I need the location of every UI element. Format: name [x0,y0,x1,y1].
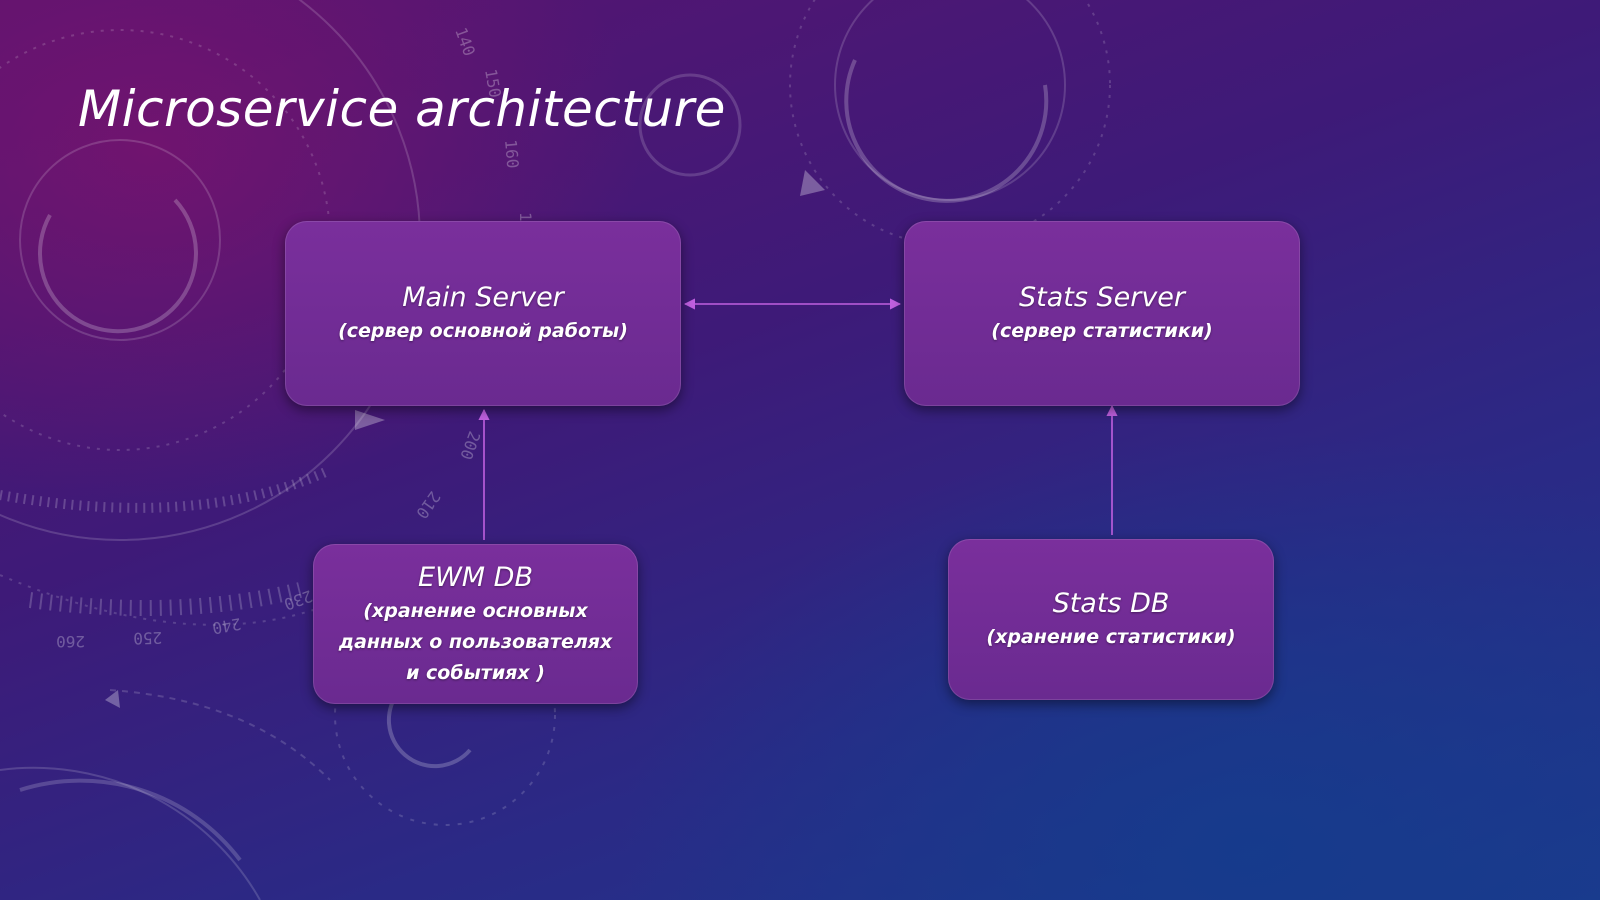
decor-arrowhead [105,690,120,708]
node-subtitle: (хранение основных данных о пользователя… [338,599,613,684]
dial-number: 260 [56,632,85,651]
decor-arc [0,574,341,626]
dial-number: 250 [133,628,163,648]
decor-ticks [0,465,333,513]
dial-number: 160 [501,139,522,169]
decor-ring [638,73,742,177]
node-title: Stats Server [1018,282,1186,313]
dial-number: 210 [412,488,444,523]
decor-arc [109,689,331,781]
decor-arc [38,198,198,334]
decor-arc [19,778,242,862]
decor-arrowhead [355,410,385,430]
node-main-server[interactable]: Main Server (сервер основной работы) [285,221,681,406]
slide-title: Microservice architecture [78,80,726,138]
dial-number: 230 [281,586,315,614]
node-subtitle: (хранение статистики) [986,626,1236,648]
decor-arrowhead [800,170,825,196]
decor-ring [789,0,1111,246]
decor-ring [834,0,1066,201]
node-title: Main Server [402,282,564,313]
node-title: EWM DB [418,561,533,593]
decor-arc [844,59,1049,203]
dial-number: 140 [451,25,479,59]
decor-arc [386,688,472,769]
dial-number: 240 [211,614,243,638]
node-subtitle: (сервер статистики) [991,320,1213,342]
decor-ticks [28,582,302,616]
node-ewm-db[interactable]: EWM DB (хранение основных данных о польз… [313,544,638,704]
node-subtitle: (сервер основной работы) [338,320,628,342]
node-stats-server[interactable]: Stats Server (сервер статистики) [904,221,1300,406]
dial-number: 200 [456,429,484,463]
dial-number: 150 [481,67,505,99]
decor-ring [19,139,221,341]
decor-arc [0,766,261,900]
node-title: Stats DB [1052,588,1170,619]
node-stats-db[interactable]: Stats DB (хранение статистики) [948,539,1274,700]
